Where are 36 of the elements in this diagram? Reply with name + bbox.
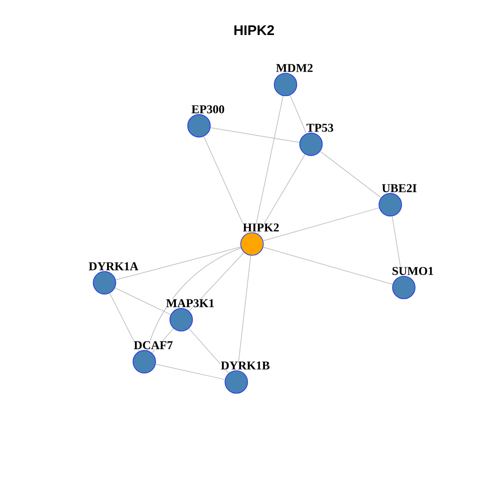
edge-line [254, 96, 284, 233]
node-circle [170, 308, 193, 332]
node-label: UBE2I [381, 184, 418, 193]
node-circle [240, 232, 264, 256]
node-circle [92, 271, 116, 294]
edge-line [392, 216, 402, 276]
edge-line [146, 248, 242, 351]
edge-line [290, 94, 307, 134]
edge-line [320, 151, 382, 198]
edge-line [203, 136, 248, 234]
node-circle [274, 72, 298, 96]
edge-line [262, 208, 380, 242]
node-label: DYRK1A [88, 262, 139, 271]
node-label: HIPK2 [242, 223, 280, 232]
node-label: MDM2 [276, 64, 314, 72]
edge-line [188, 328, 229, 374]
node-circle [132, 350, 156, 374]
node-label: DYRK1B [220, 361, 270, 370]
node-label: TP53 [306, 123, 334, 132]
node-label: MAP3K1 [166, 298, 215, 308]
node-circle [392, 276, 416, 300]
edge-line [258, 154, 306, 234]
node-circle [299, 132, 323, 156]
node-circle [378, 193, 402, 216]
node-label: DCAF7 [133, 340, 174, 350]
edge-line [262, 246, 393, 285]
chart-title: HIPK2 [234, 25, 274, 35]
node-label: EP300 [191, 104, 225, 114]
node-circle [187, 114, 211, 138]
node-label: SUMO1 [392, 266, 434, 276]
edge-line [115, 246, 242, 280]
edge-line [237, 255, 251, 371]
edge-line [155, 364, 226, 380]
node-circle [224, 370, 248, 394]
edge-line [114, 288, 171, 315]
edge-line [210, 127, 300, 143]
